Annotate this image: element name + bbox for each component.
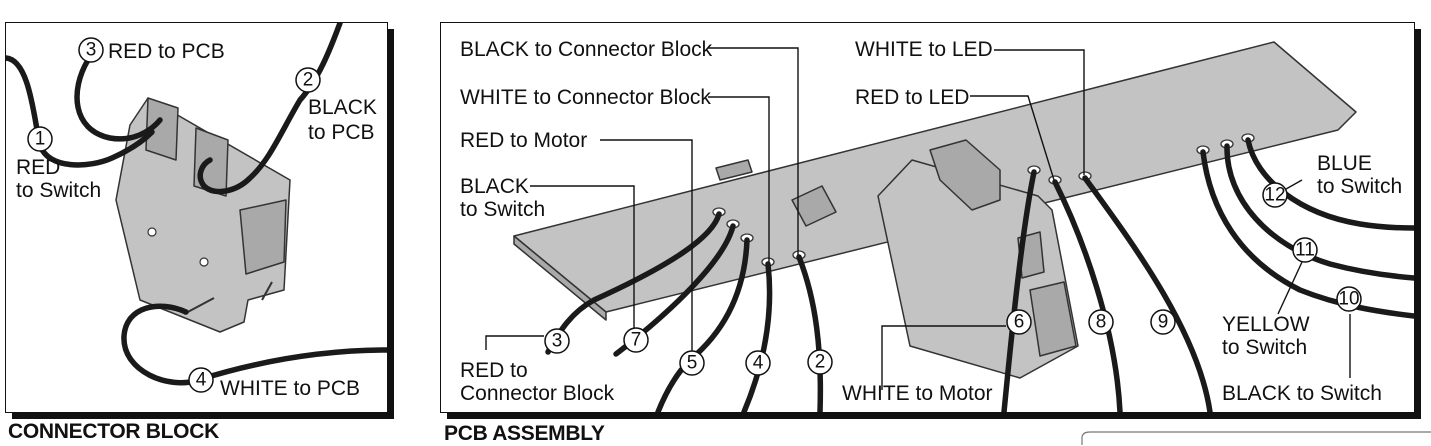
callout-11: 11: [1295, 240, 1315, 261]
callout-3: 3: [552, 331, 563, 352]
label-black-to-switch-line2: to Switch: [460, 198, 545, 221]
label-blue-to-switch-line2: to Switch: [1317, 175, 1402, 198]
label-blue-to-switch-line1: BLUE: [1317, 152, 1372, 175]
wire-12: [1245, 137, 1414, 231]
wire-3-red-to-pcb: [74, 57, 163, 142]
callout-9: 9: [1158, 312, 1169, 333]
label-black-to-switch-line1: BLACK: [460, 175, 529, 198]
wire-4-white-to-pcb: [121, 303, 387, 386]
connector-block-illustration: 3 2 1 4 RED to PCB BLACK to PCB RED to S…: [6, 23, 387, 400]
callout-7: 7: [631, 330, 642, 351]
wire-2: [796, 254, 824, 412]
label-yellow-to-switch-line1: YELLOW: [1222, 313, 1310, 336]
wire-6: [1001, 169, 1037, 412]
wire-8: [1052, 179, 1123, 412]
label-white-to-led: WHITE to LED: [855, 38, 993, 61]
callout-1: 1: [35, 129, 46, 150]
label-yellow-to-switch-line2: to Switch: [1222, 336, 1307, 359]
label-white-to-motor: WHITE to Motor: [842, 382, 993, 405]
callout-3: 3: [86, 40, 97, 61]
label-black-to-pcb-line2: to PCB: [308, 121, 375, 144]
label-red-to-switch-line1: RED: [16, 156, 60, 179]
label-red-to-connector-block-line2: Connector Block: [460, 382, 615, 405]
label-red-to-connector-block-line1: RED to: [460, 359, 528, 382]
callout-10: 10: [1338, 289, 1359, 310]
connector-block-caption: CONNECTOR BLOCK: [8, 420, 219, 443]
pcb-assembly-illustration: 3 7 5 4 2 6 8 9 12 11 10 BLACK to Connec…: [460, 38, 1414, 412]
wire-4: [741, 261, 773, 412]
callout-4: 4: [196, 370, 207, 391]
label-red-to-switch-line2: to Switch: [16, 179, 101, 202]
callout-2: 2: [815, 352, 826, 373]
label-red-to-pcb: RED to PCB: [108, 40, 225, 63]
wire-11: [1224, 143, 1414, 281]
label-white-to-pcb: WHITE to PCB: [220, 377, 360, 400]
label-black-to-connector-block: BLACK to Connector Block: [460, 38, 713, 61]
callout-6: 6: [1014, 312, 1025, 333]
callout-2: 2: [303, 70, 314, 91]
wire-9: [1082, 175, 1213, 412]
label-red-to-motor: RED to Motor: [460, 129, 587, 152]
callout-8: 8: [1096, 312, 1107, 333]
callout-4: 4: [753, 353, 764, 374]
block-side: [239, 199, 287, 275]
wire-1-red-to-switch: [6, 55, 155, 168]
wire-10: [1200, 149, 1414, 319]
label-red-to-led: RED to LED: [855, 86, 969, 109]
next-panel-frame: [1081, 431, 1431, 445]
callout-12: 12: [1264, 185, 1285, 206]
callout-5: 5: [687, 353, 698, 374]
label-black-to-switch: BLACK to Switch: [1222, 382, 1382, 405]
label-black-to-pcb-line1: BLACK: [308, 96, 377, 119]
label-white-to-connector-block: WHITE to Connector Block: [460, 86, 711, 109]
pcb-assembly-caption: PCB ASSEMBLY: [444, 422, 605, 445]
